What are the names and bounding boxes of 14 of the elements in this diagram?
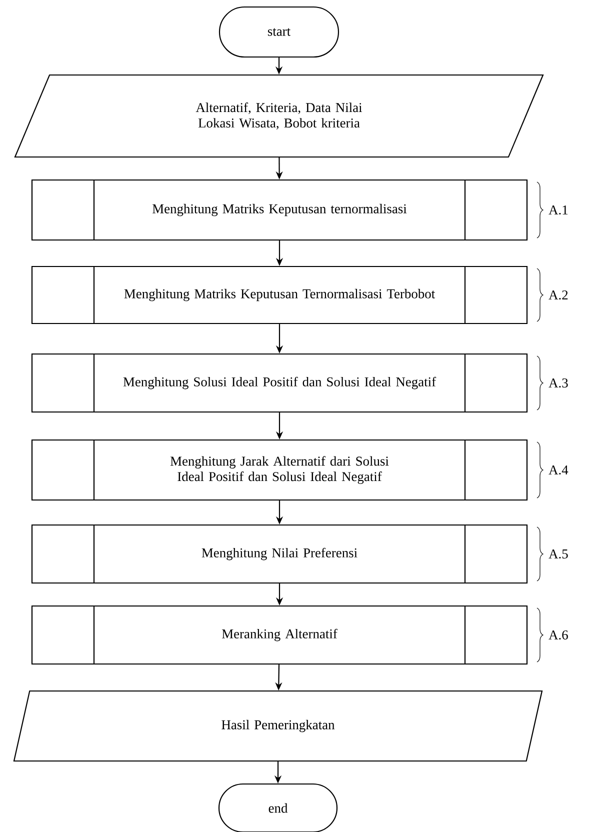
- data-parallelogram: Alternatif, Kriteria, Data Nilai Lokasi Wisata, Bobot kriteria: [14, 74, 544, 158]
- data-parallelogram: Hasil Pemeringkatan: [13, 690, 543, 762]
- process-box: Menghitung Matriks Keputusan Ternormalisasi Terbobot: [31, 266, 528, 324]
- step-label: A.3: [548, 378, 568, 388]
- process-box: Meranking Alternatif: [31, 605, 528, 665]
- process-box: Menghitung Solusi Ideal Positif dan Solusi Ideal Negatif: [31, 353, 528, 413]
- step-label: A.2: [548, 290, 568, 300]
- step-label: A.1: [548, 205, 568, 215]
- process-box: Menghitung Matriks Keputusan ternormalisasi: [31, 179, 528, 241]
- step-label: A.4: [548, 465, 568, 475]
- step-label: A.5: [548, 549, 568, 559]
- step-label: A.6: [548, 630, 568, 640]
- process-box: Menghitung Nilai Preferensi: [31, 524, 528, 584]
- process-box: Menghitung Jarak Alternatif dari Solusi Ideal Positif dan Solusi Ideal Negatif: [31, 439, 528, 501]
